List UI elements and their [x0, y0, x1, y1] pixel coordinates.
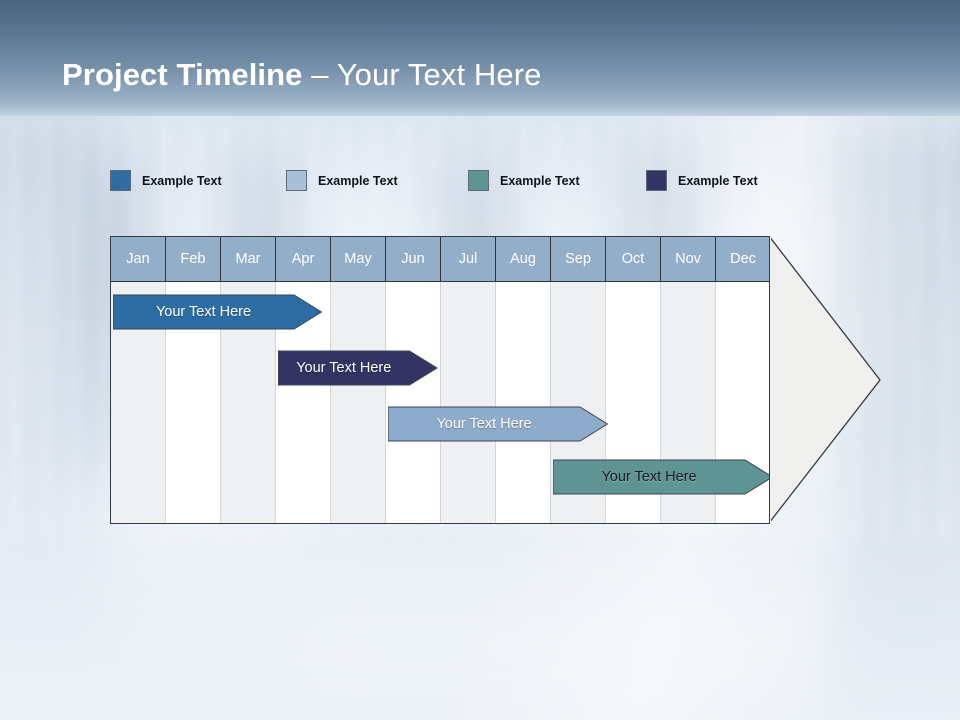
page-title: Project Timeline – Your Text Here — [62, 57, 541, 93]
task-bar-shape — [553, 459, 769, 495]
task-bar-shape — [278, 350, 438, 386]
arrow-head-shape — [768, 234, 881, 525]
title-light-part: Your Text Here — [336, 57, 542, 92]
legend-item-4[interactable]: Example Text — [646, 170, 758, 191]
month-header-nov[interactable]: Nov — [661, 237, 716, 282]
task-bar-3[interactable]: Your Text Here — [388, 406, 608, 442]
title-band: Project Timeline – Your Text Here — [0, 0, 960, 116]
legend-label: Example Text — [318, 173, 398, 188]
legend-swatch-icon — [468, 170, 489, 191]
task-bar-2[interactable]: Your Text Here — [278, 350, 438, 386]
title-separator: – — [302, 57, 337, 92]
legend-label: Example Text — [678, 173, 758, 188]
month-column-mar — [221, 237, 276, 523]
month-header-jan[interactable]: Jan — [111, 237, 166, 282]
task-bar-shape — [388, 406, 608, 442]
month-header-aug[interactable]: Aug — [496, 237, 551, 282]
legend-label: Example Text — [500, 173, 580, 188]
legend-item-2[interactable]: Example Text — [286, 170, 398, 191]
month-header-feb[interactable]: Feb — [166, 237, 221, 282]
task-bar-shape — [113, 294, 322, 330]
legend-swatch-icon — [646, 170, 667, 191]
legend-swatch-icon — [110, 170, 131, 191]
task-bar-4[interactable]: Your Text Here — [553, 459, 769, 495]
month-column-aug — [496, 237, 551, 523]
timeline-arrow-head — [768, 234, 881, 525]
title-bold-part: Project Timeline — [62, 57, 303, 92]
legend: Example Text Example Text Example Text Exam… — [110, 170, 830, 192]
month-header-dec[interactable]: Dec — [716, 237, 769, 282]
background-figure — [830, 120, 960, 720]
month-column-jul — [441, 237, 496, 523]
month-header-apr[interactable]: Apr — [276, 237, 331, 282]
legend-label: Example Text — [142, 173, 222, 188]
legend-item-3[interactable]: Example Text — [468, 170, 580, 191]
month-header-oct[interactable]: Oct — [606, 237, 661, 282]
month-header-sep[interactable]: Sep — [551, 237, 606, 282]
month-header-mar[interactable]: Mar — [221, 237, 276, 282]
month-header-jul[interactable]: Jul — [441, 237, 496, 282]
task-bar-1[interactable]: Your Text Here — [113, 294, 322, 330]
month-column-jan — [111, 237, 166, 523]
month-header-may[interactable]: May — [331, 237, 386, 282]
legend-item-1[interactable]: Example Text — [110, 170, 222, 191]
month-column-feb — [166, 237, 221, 523]
month-header-jun[interactable]: Jun — [386, 237, 441, 282]
legend-swatch-icon — [286, 170, 307, 191]
